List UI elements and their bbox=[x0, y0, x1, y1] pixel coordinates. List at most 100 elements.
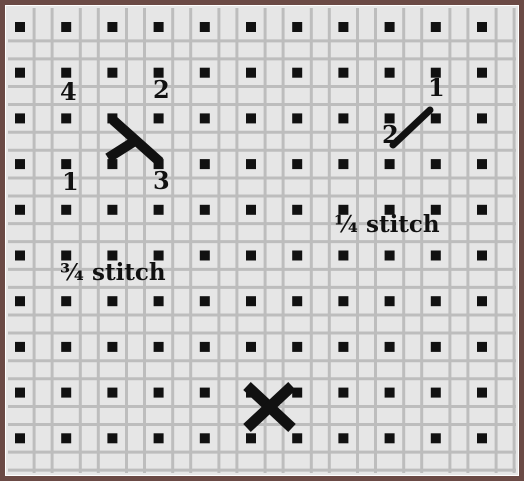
grid-hole bbox=[338, 342, 348, 352]
grid-hole bbox=[200, 433, 210, 443]
grid-hole bbox=[107, 388, 117, 398]
grid-hole bbox=[338, 433, 348, 443]
grid-hole bbox=[15, 342, 25, 352]
grid-hole bbox=[107, 433, 117, 443]
grid-hole bbox=[246, 68, 256, 78]
grid-hole bbox=[292, 296, 302, 306]
grid-hole bbox=[338, 251, 348, 261]
grid-hole bbox=[246, 159, 256, 169]
grid-hole bbox=[292, 113, 302, 123]
grid-hole bbox=[154, 388, 164, 398]
grid-hole bbox=[385, 296, 395, 306]
grid-hole bbox=[154, 342, 164, 352]
grid-hole bbox=[385, 159, 395, 169]
grid-hole bbox=[200, 68, 210, 78]
grid-hole bbox=[431, 22, 441, 32]
grid-hole bbox=[477, 296, 487, 306]
grid-hole bbox=[15, 251, 25, 261]
grid-hole bbox=[292, 342, 302, 352]
grid-hole bbox=[61, 388, 71, 398]
grid-hole bbox=[61, 113, 71, 123]
quarter-stitch-label: ¼ stitch bbox=[334, 211, 440, 238]
grid-hole bbox=[107, 342, 117, 352]
grid-hole bbox=[200, 296, 210, 306]
grid-hole bbox=[15, 68, 25, 78]
grid-hole bbox=[292, 251, 302, 261]
quarter-number-1: 1 bbox=[428, 73, 445, 102]
grid-hole bbox=[477, 388, 487, 398]
grid-hole bbox=[431, 113, 441, 123]
grid-hole bbox=[477, 68, 487, 78]
grid-hole bbox=[200, 388, 210, 398]
grid-hole bbox=[107, 68, 117, 78]
three-quarter-number-1: 1 bbox=[62, 167, 79, 196]
grid-hole bbox=[338, 68, 348, 78]
grid-hole bbox=[477, 251, 487, 261]
grid-hole bbox=[246, 22, 256, 32]
grid-hole bbox=[292, 68, 302, 78]
grid-hole bbox=[477, 159, 487, 169]
grid-hole bbox=[385, 22, 395, 32]
grid-hole bbox=[61, 342, 71, 352]
grid-hole bbox=[154, 433, 164, 443]
grid-hole bbox=[154, 296, 164, 306]
grid-hole bbox=[200, 159, 210, 169]
grid-hole bbox=[61, 433, 71, 443]
three-quarter-number-4: 4 bbox=[60, 77, 77, 106]
grid-hole bbox=[15, 205, 25, 215]
grid-hole bbox=[15, 159, 25, 169]
three-quarter-number-2: 2 bbox=[153, 75, 170, 104]
quarter-number-2: 2 bbox=[382, 120, 399, 149]
grid-hole bbox=[431, 388, 441, 398]
grid-hole bbox=[246, 433, 256, 443]
grid-hole bbox=[338, 388, 348, 398]
grid-hole bbox=[477, 433, 487, 443]
grid-hole bbox=[154, 205, 164, 215]
grid-hole bbox=[431, 251, 441, 261]
grid-hole bbox=[385, 68, 395, 78]
grid-hole bbox=[200, 205, 210, 215]
grid-hole bbox=[385, 388, 395, 398]
grid-hole bbox=[246, 113, 256, 123]
grid-hole bbox=[477, 113, 487, 123]
grid-hole bbox=[338, 296, 348, 306]
grid-hole bbox=[292, 433, 302, 443]
grid-hole bbox=[431, 342, 441, 352]
grid-hole bbox=[246, 342, 256, 352]
grid-hole bbox=[477, 205, 487, 215]
grid-hole bbox=[477, 342, 487, 352]
grid-hole bbox=[338, 159, 348, 169]
grid-hole bbox=[61, 296, 71, 306]
grid-hole bbox=[154, 22, 164, 32]
grid-hole bbox=[292, 22, 302, 32]
grid-hole bbox=[338, 22, 348, 32]
grid-hole bbox=[15, 388, 25, 398]
three-quarter-stitch-label: ¾ stitch bbox=[60, 259, 166, 286]
grid-hole bbox=[246, 296, 256, 306]
grid-hole bbox=[477, 22, 487, 32]
grid-hole bbox=[385, 251, 395, 261]
grid-hole bbox=[15, 296, 25, 306]
grid-hole bbox=[200, 251, 210, 261]
grid-hole bbox=[61, 205, 71, 215]
grid-hole bbox=[385, 433, 395, 443]
grid-hole bbox=[61, 22, 71, 32]
grid-hole bbox=[431, 433, 441, 443]
grid-hole bbox=[431, 159, 441, 169]
grid-hole bbox=[15, 22, 25, 32]
grid-hole bbox=[107, 205, 117, 215]
grid-hole bbox=[292, 205, 302, 215]
grid-hole bbox=[200, 113, 210, 123]
grid-hole bbox=[431, 296, 441, 306]
grid-hole bbox=[338, 113, 348, 123]
three-quarter-number-3: 3 bbox=[153, 166, 170, 195]
grid-hole bbox=[292, 159, 302, 169]
grid-hole bbox=[200, 342, 210, 352]
grid-hole bbox=[15, 113, 25, 123]
grid-hole bbox=[154, 113, 164, 123]
grid-hole bbox=[107, 296, 117, 306]
grid-hole bbox=[107, 22, 117, 32]
grid-hole bbox=[246, 251, 256, 261]
